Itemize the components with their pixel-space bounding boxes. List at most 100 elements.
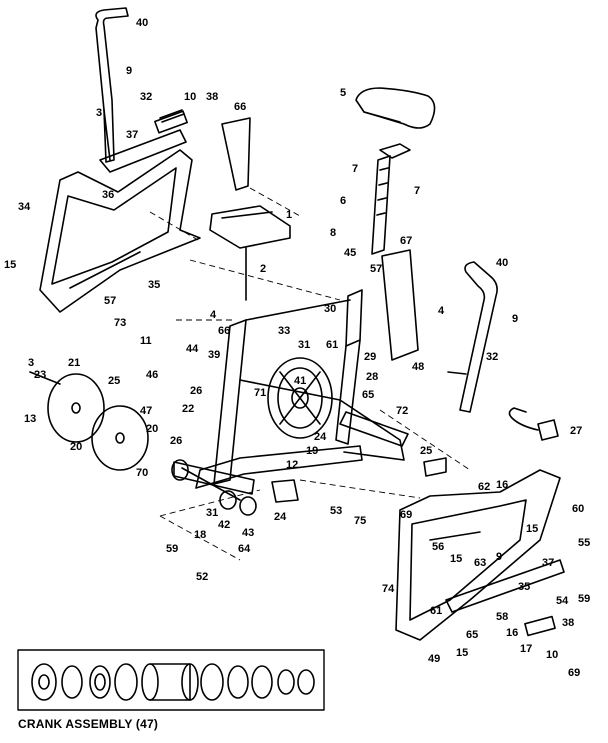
part-callout-40: 40: [136, 17, 148, 29]
part-callout-15: 15: [450, 553, 462, 565]
part-callout-3: 3: [96, 107, 102, 119]
part-callout-26: 26: [170, 435, 182, 447]
part-callout-40: 40: [496, 257, 508, 269]
part-callout-8: 8: [330, 227, 336, 239]
part-callout-49: 49: [428, 653, 440, 665]
part-callout-32: 32: [486, 351, 498, 363]
part-callout-59: 59: [166, 543, 178, 555]
part-callout-56: 56: [432, 541, 444, 553]
part-callout-70: 70: [136, 467, 148, 479]
part-callout-72: 72: [396, 405, 408, 417]
part-callout-38: 38: [206, 91, 218, 103]
part-callout-62: 62: [478, 481, 490, 493]
power-adapter: [508, 407, 559, 441]
part-callout-53: 53: [330, 505, 342, 517]
part-callout-36: 36: [102, 189, 114, 201]
part-callout-75: 75: [354, 515, 366, 527]
part-callout-35: 35: [148, 279, 160, 291]
part-callout-19: 19: [306, 445, 318, 457]
part-callout-27: 27: [570, 425, 582, 437]
part-callout-1: 1: [286, 209, 292, 221]
part-callout-10: 10: [546, 649, 558, 661]
crank-assembly-caption: CRANK ASSEMBLY (47): [18, 717, 159, 731]
part-callout-15: 15: [4, 259, 16, 271]
part-callout-10: 10: [184, 91, 196, 103]
part-callout-37: 37: [126, 129, 138, 141]
part-callout-25: 25: [108, 375, 120, 387]
part-callout-66: 66: [234, 101, 246, 113]
part-callout-15: 15: [456, 647, 468, 659]
part-callout-33: 33: [278, 325, 290, 337]
part-callout-43: 43: [242, 527, 254, 539]
part-callout-12: 12: [286, 459, 298, 471]
part-callout-28: 28: [366, 371, 378, 383]
part-callout-57: 57: [104, 295, 116, 307]
part-callout-45: 45: [344, 247, 356, 259]
part-callout-44: 44: [186, 343, 199, 355]
part-callout-5: 5: [340, 87, 346, 99]
part-callout-52: 52: [196, 571, 208, 583]
left-handlebar: [95, 7, 129, 163]
part-callout-48: 48: [412, 361, 424, 373]
part-callout-42: 42: [218, 519, 230, 531]
seat-post: [371, 143, 411, 255]
part-callout-24: 24: [274, 511, 287, 523]
part-callout-35: 35: [518, 581, 530, 593]
part-callout-4: 4: [438, 305, 445, 317]
part-callout-37: 37: [542, 557, 554, 569]
part-callout-26: 26: [190, 385, 202, 397]
crank-assembly-parts: [31, 663, 315, 701]
part-callout-34: 34: [18, 201, 31, 213]
part-callout-54: 54: [556, 595, 569, 607]
part-callout-20: 20: [70, 441, 82, 453]
flywheel: [267, 357, 333, 439]
console: [209, 117, 291, 301]
part-callout-22: 22: [182, 403, 194, 415]
part-callout-20: 20: [146, 423, 158, 435]
rear-stabilizer: [339, 411, 447, 477]
part-callout-59: 59: [578, 593, 590, 605]
part-callout-13: 13: [24, 413, 36, 425]
part-callout-47: 47: [140, 405, 152, 417]
part-callout-66: 66: [218, 325, 230, 337]
part-callout-4: 4: [210, 309, 217, 321]
right-handlebar: [447, 261, 498, 413]
right-handlebar-mount: [445, 559, 565, 637]
part-callout-2: 2: [260, 263, 266, 275]
part-callout-69: 69: [568, 667, 580, 679]
part-callout-69: 69: [400, 509, 412, 521]
part-callout-18: 18: [194, 529, 206, 541]
part-callout-9: 9: [512, 313, 518, 325]
front-stabilizer: [171, 459, 257, 516]
part-callout-58: 58: [496, 611, 508, 623]
part-callout-41: 41: [294, 375, 306, 387]
part-callout-55: 55: [578, 537, 590, 549]
part-callout-65: 65: [466, 629, 478, 641]
part-callout-60: 60: [572, 503, 584, 515]
part-callout-23: 23: [34, 369, 46, 381]
part-callout-31: 31: [206, 507, 218, 519]
part-callout-71: 71: [254, 387, 266, 399]
part-callout-74: 74: [382, 583, 395, 595]
part-callout-29: 29: [364, 351, 376, 363]
right-shroud: [395, 469, 561, 641]
assembly-guides: [149, 187, 471, 561]
part-callout-30: 30: [324, 303, 336, 315]
part-callout-3: 3: [28, 357, 34, 369]
part-callout-73: 73: [114, 317, 126, 329]
part-callout-63: 63: [474, 557, 486, 569]
part-callout-9: 9: [496, 551, 502, 563]
left-handlebar-mount: [99, 109, 188, 173]
left-shroud: [39, 149, 201, 313]
pulley-disks: [29, 371, 149, 471]
part-callout-17: 17: [520, 643, 532, 655]
part-callout-65: 65: [362, 389, 374, 401]
part-callout-61: 61: [430, 605, 442, 617]
crank-assembly-box: [17, 649, 325, 711]
part-callout-6: 6: [340, 195, 346, 207]
part-callout-57: 57: [370, 263, 382, 275]
part-callout-64: 64: [238, 543, 251, 555]
